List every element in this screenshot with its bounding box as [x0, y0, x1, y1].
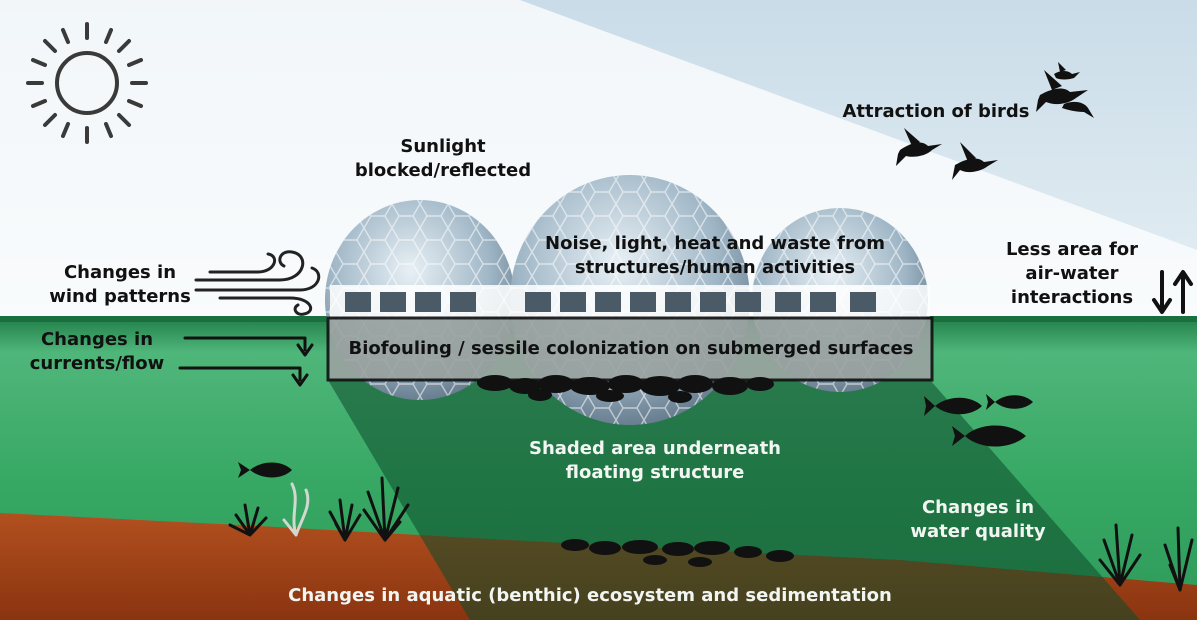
label-shaded-line-2: floating structure: [565, 462, 745, 483]
seaweed-1: [228, 503, 268, 537]
bird-4: [1062, 101, 1094, 118]
shade-area: [328, 380, 1140, 620]
pebbles-under-structure: [477, 375, 774, 403]
label-air-water-line-1: Less area for: [1005, 239, 1139, 260]
up-down-arrows-icon: [1152, 270, 1193, 314]
current-arrow-icon: [178, 336, 314, 387]
seaweed-5: [1098, 523, 1142, 587]
label-benthic-text: Changes in aquatic (benthic) ecosystem a…: [288, 585, 892, 606]
label-sunlight-blocked: Sunlight blocked/reflected: [338, 135, 548, 183]
fish-2: [986, 394, 1033, 410]
bird-icon: [896, 62, 1094, 180]
label-water-quality-line-2: water quality: [910, 521, 1046, 542]
label-currents-line-2: currents/flow: [29, 353, 165, 374]
label-water-quality-line-1: Changes in: [921, 497, 1035, 518]
label-wind-patterns: Changes in wind patterns: [40, 261, 200, 309]
label-currents-flow: Changes in currents/flow: [22, 328, 172, 376]
bird-1: [896, 128, 942, 166]
fish-4: [238, 462, 292, 478]
label-sunlight-line-2: blocked/reflected: [354, 160, 532, 181]
seaweed-2: [282, 482, 310, 537]
fish-3: [952, 425, 1026, 447]
label-air-water-interactions: Less area for air-water interactions: [990, 238, 1154, 310]
label-birds-text: Attraction of birds: [842, 101, 1030, 122]
label-air-water-line-3: interactions: [1010, 287, 1134, 308]
label-benthic-ecosystem: Changes in aquatic (benthic) ecosystem a…: [230, 584, 950, 608]
label-wind-line-1: Changes in: [63, 262, 177, 283]
label-noise-light-heat-waste: Noise, light, heat and waste from struct…: [530, 232, 900, 280]
label-noise-line-2: structures/human activities: [574, 257, 856, 278]
label-currents-line-1: Changes in: [40, 329, 154, 350]
label-air-water-line-2: air-water: [1025, 263, 1119, 284]
sun-icon: [26, 22, 148, 144]
seaweed-icon: [228, 476, 1194, 592]
label-biofouling: Biofouling / sessile colonization on sub…: [332, 337, 930, 361]
bird-5: [1054, 62, 1080, 80]
label-sunlight-line-1: Sunlight: [400, 136, 486, 157]
label-water-quality: Changes in water quality: [888, 496, 1068, 544]
fish-1: [924, 396, 982, 416]
sediment-pebbles: [561, 539, 794, 567]
biofouling-box: [326, 316, 934, 382]
bird-3: [1036, 70, 1088, 112]
seaweed-3: [328, 498, 362, 542]
seaweed-6: [1163, 526, 1194, 592]
label-noise-line-1: Noise, light, heat and waste from: [545, 233, 885, 254]
wind-icon: [194, 250, 321, 316]
label-biofouling-text: Biofouling / sessile colonization on sub…: [348, 338, 914, 359]
fish-icon: [238, 394, 1033, 478]
bird-2: [952, 142, 998, 180]
dome-windows: [345, 292, 876, 312]
label-shaded-area: Shaded area underneath floating structur…: [505, 437, 805, 485]
label-attraction-of-birds: Attraction of birds: [836, 100, 1036, 124]
label-wind-line-2: wind patterns: [49, 286, 191, 307]
seaweed-4: [362, 476, 410, 542]
label-shaded-line-1: Shaded area underneath: [529, 438, 781, 459]
